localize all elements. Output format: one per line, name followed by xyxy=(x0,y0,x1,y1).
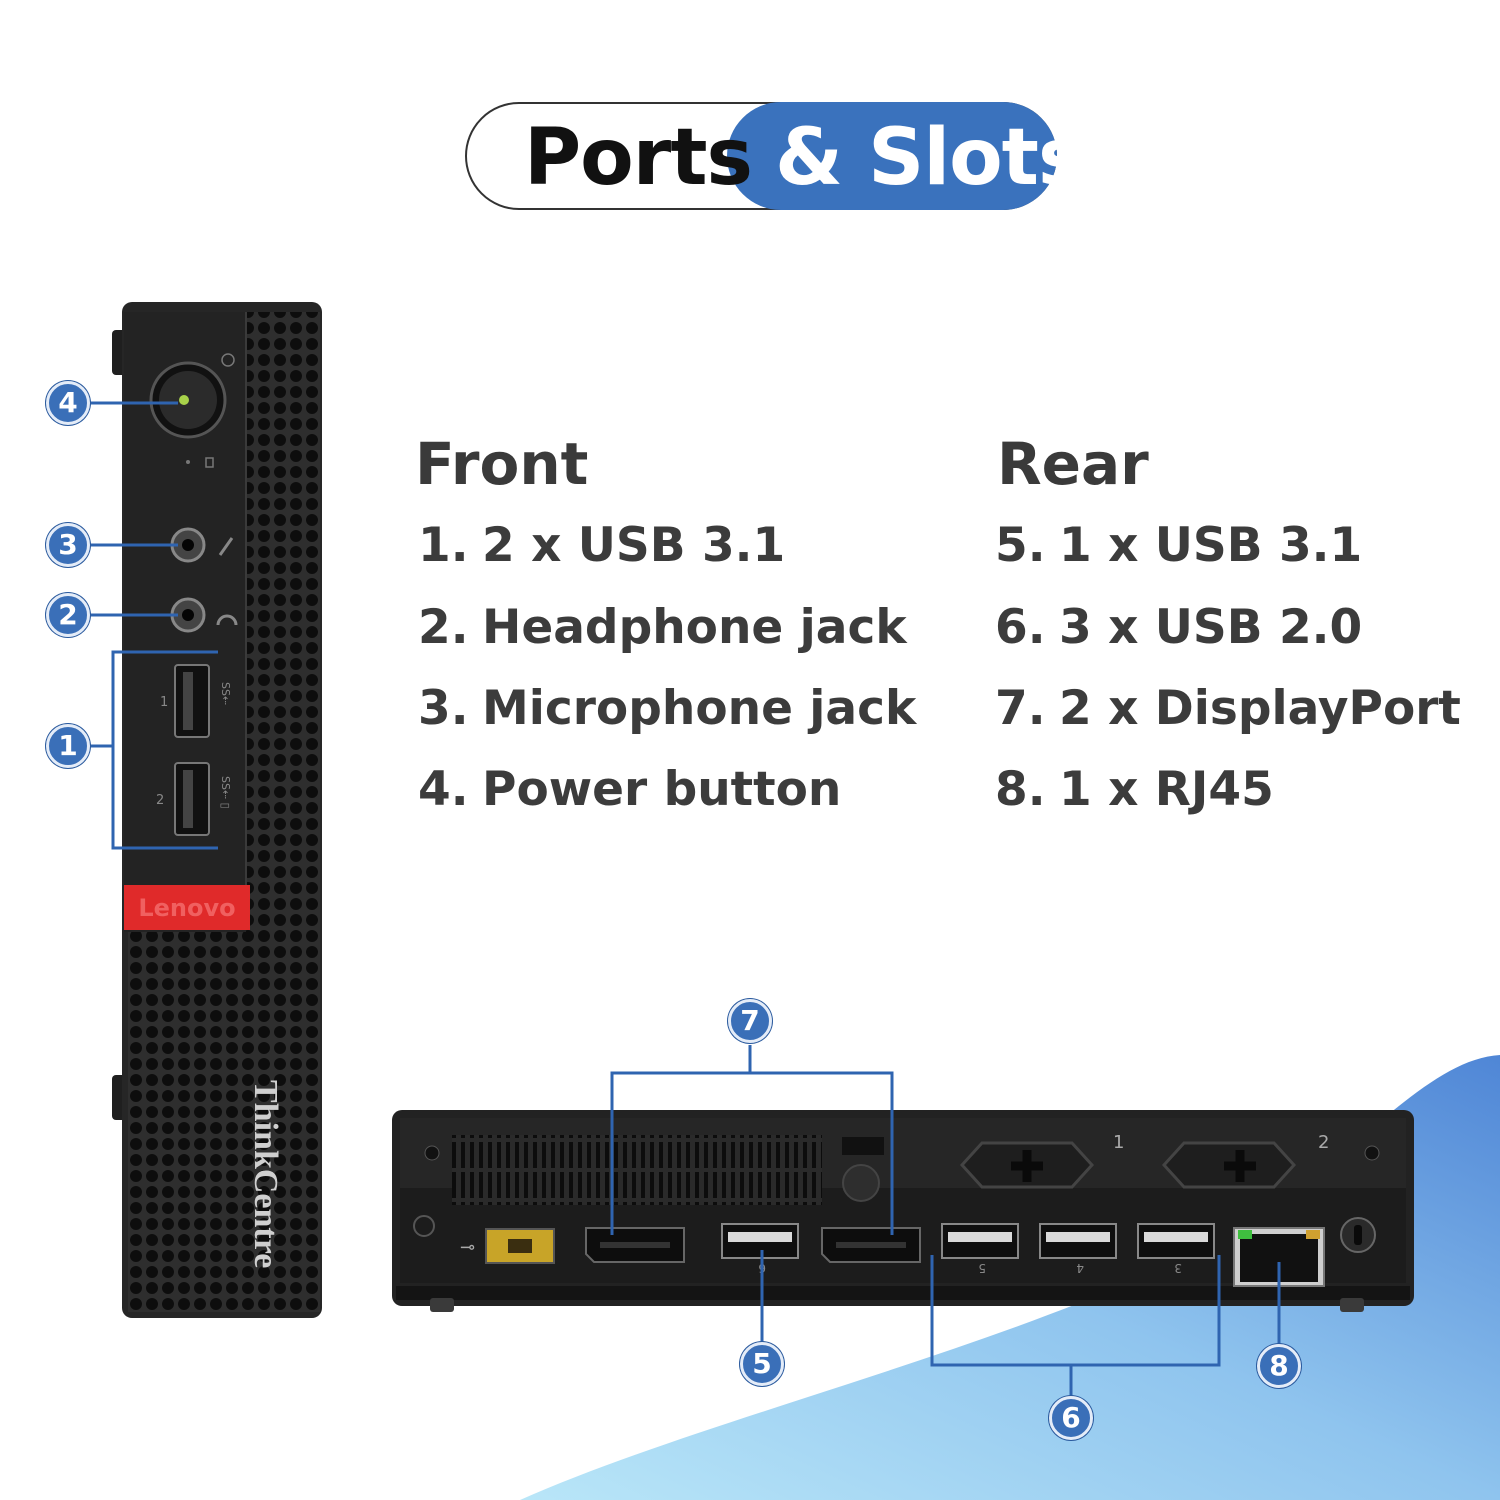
rear-item: 8.1 x RJ45 xyxy=(995,762,1274,817)
callout-2: 2 xyxy=(46,593,90,637)
title-pill-accent xyxy=(727,102,1057,210)
rear-callout-lines xyxy=(610,1045,1281,1396)
front-item: 3.Microphone jack xyxy=(418,681,917,736)
callout-8: 8 xyxy=(1257,1344,1301,1388)
title-ports: Ports xyxy=(524,113,753,203)
title-slots: & Slots xyxy=(775,113,1084,203)
lenovo-badge xyxy=(124,885,250,930)
rear-usb-number: 4 xyxy=(1076,1261,1084,1275)
callout-1: 1 xyxy=(46,724,90,768)
front-item: 1.2 x USB 3.1 xyxy=(418,518,786,573)
front-tower: 1 2 SS⇠ SS⇠ ▯ Lenovo ThinkCentre xyxy=(112,302,322,1318)
rear-item: 6.3 x USB 2.0 xyxy=(995,600,1363,655)
front-usb-number: 2 xyxy=(156,793,164,808)
rear-item: 5.1 x USB 3.1 xyxy=(995,518,1363,573)
svg-text:⊸: ⊸ xyxy=(460,1237,475,1258)
rear-panel: 1 2 ⊸ 6 5 4 3 xyxy=(392,1110,1414,1312)
slot-number: 2 xyxy=(1318,1132,1329,1153)
svg-text:SS⇠: SS⇠ xyxy=(219,682,232,705)
brand-label: Lenovo xyxy=(138,894,235,922)
front-heading: Front xyxy=(415,430,589,498)
svg-text:SS⇠ ▯: SS⇠ ▯ xyxy=(219,776,232,809)
rear-item: 7.2 x DisplayPort xyxy=(995,681,1461,736)
slot-number: 1 xyxy=(1113,1132,1124,1153)
rear-heading: Rear xyxy=(997,430,1149,498)
model-label: ThinkCentre xyxy=(247,1080,284,1268)
front-item: 4.Power button xyxy=(418,762,842,817)
front-usb-number: 1 xyxy=(160,695,168,710)
front-item: 2.Headphone jack xyxy=(418,600,907,655)
callout-5: 5 xyxy=(740,1342,784,1386)
callout-3: 3 xyxy=(46,523,90,567)
callout-6: 6 xyxy=(1049,1396,1093,1440)
rear-usb-number: 3 xyxy=(1174,1261,1182,1275)
rear-usb-number: 5 xyxy=(978,1261,986,1275)
callout-4: 4 xyxy=(46,381,90,425)
front-callout-lines xyxy=(90,401,218,850)
title-pill xyxy=(465,102,1057,210)
callout-7: 7 xyxy=(728,999,772,1043)
